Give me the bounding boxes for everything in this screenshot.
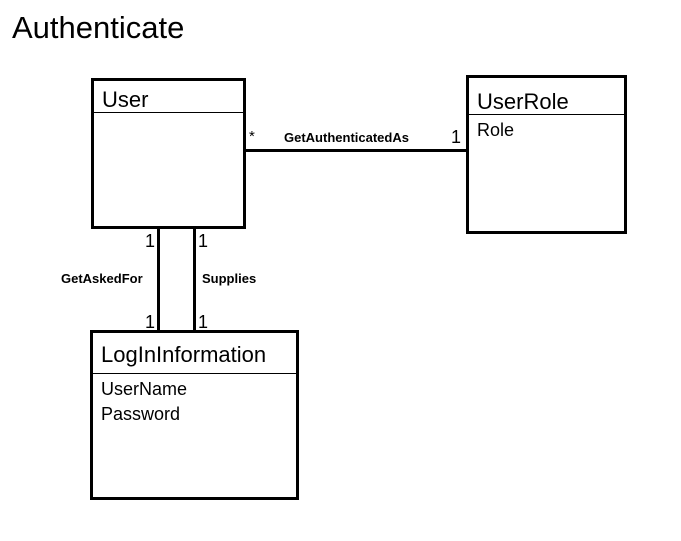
multiplicity-get-asked-for-bottom: 1 — [145, 312, 156, 332]
multiplicity-get-asked-for-top: 1 — [145, 231, 156, 251]
multiplicity-supplies-top: 1 — [198, 231, 209, 251]
association-label-get-asked-for: GetAskedFor — [61, 271, 143, 286]
attribute-role: Role — [477, 120, 515, 140]
class-userrole-name: UserRole — [469, 78, 624, 115]
multiplicity-supplies-bottom: 1 — [198, 312, 209, 332]
diagram-title: Authenticate — [12, 10, 185, 45]
association-line-get-authenticated-as — [246, 149, 468, 152]
class-user-attributes — [94, 113, 243, 116]
association-label-supplies: Supplies — [202, 271, 257, 286]
class-userrole-attributes: Role — [469, 115, 624, 143]
class-user-name: User — [94, 81, 243, 113]
association-line-get-asked-for — [157, 227, 160, 332]
class-logininformation-attributes: UserName Password — [93, 374, 296, 427]
class-logininformation[interactable]: LogInInformation UserName Password — [90, 330, 299, 500]
multiplicity-user-side: * — [249, 128, 255, 145]
class-logininformation-name: LogInInformation — [93, 333, 296, 374]
association-label-get-authenticated-as: GetAuthenticatedAs — [284, 130, 409, 145]
class-userrole[interactable]: UserRole Role — [466, 75, 627, 234]
class-user[interactable]: User — [91, 78, 246, 229]
attribute-password: Password — [101, 404, 181, 424]
attribute-username: UserName — [101, 379, 188, 399]
multiplicity-userrole-side: 1 — [451, 127, 462, 147]
association-line-supplies — [193, 227, 196, 332]
